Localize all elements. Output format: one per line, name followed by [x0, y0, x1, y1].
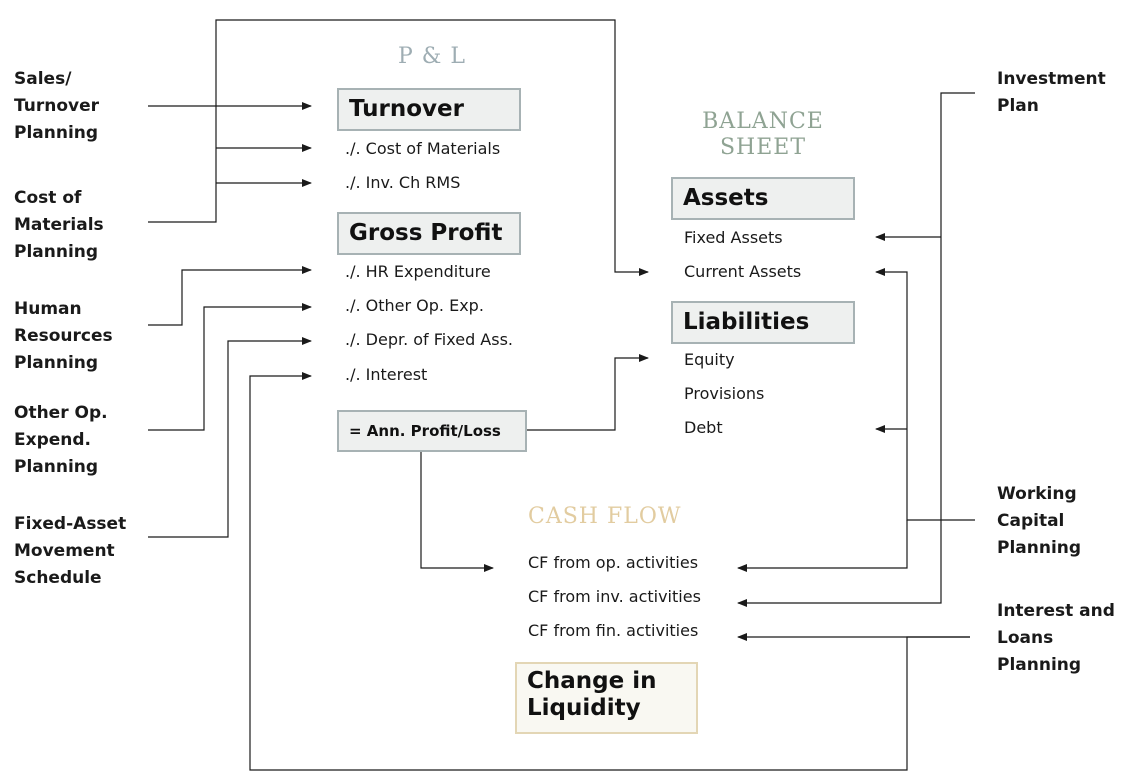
hr-exp-item: ./. HR Expenditure [345, 262, 491, 281]
wc-line [875, 268, 975, 521]
gross-profit-box: Gross Profit [337, 212, 521, 255]
liabilities-box: Liabilities [671, 301, 855, 344]
hr-arrow [148, 266, 312, 326]
sales-planning-label: Sales/ Turnover Planning [14, 69, 99, 143]
pl-to-cf-op-arrow [420, 452, 494, 572]
pl-heading: P & L [398, 44, 466, 69]
provisions-item: Provisions [684, 384, 765, 403]
cf-fin-item: CF from fin. activities [528, 621, 699, 640]
depr-item: ./. Depr. of Fixed Ass. [345, 330, 514, 349]
other-op-item: ./. Other Op. Exp. [345, 296, 484, 315]
hr-planning-label: Human Resources Planning [14, 299, 113, 373]
working-capital-planning-label: Working Capital Planning [997, 484, 1082, 558]
cf-inv-item: CF from inv. activities [528, 587, 701, 606]
investment-plan-label: Investment Plan [997, 69, 1106, 116]
other-op-planning-label: Other Op. Expend. Planning [14, 403, 108, 477]
turnover-box: Turnover [337, 88, 521, 131]
inv-ch-item: ./. Inv. Ch RMS [345, 173, 461, 192]
wc-to-cf-op-arrow [737, 520, 908, 572]
annual-profit-loss-box: = Ann. Profit/Loss [337, 410, 527, 452]
current-assets-item: Current Assets [684, 262, 802, 281]
other-op-arrow [148, 303, 312, 431]
equity-item: Equity [684, 350, 735, 369]
change-in-liquidity-box: Change in Liquidity [515, 662, 698, 734]
interest-item: ./. Interest [345, 365, 428, 384]
balance-sheet-heading: BALANCE SHEET [702, 109, 824, 160]
fixed-asset-schedule-label: Fixed-Asset Movement Schedule [14, 514, 127, 588]
cash-flow-heading: CASH FLOW [528, 504, 682, 529]
pl-to-equity-arrow [527, 354, 649, 431]
cost-materials-item: ./. Cost of Materials [345, 139, 501, 158]
investment-line [737, 92, 975, 607]
debt-item: Debt [684, 418, 723, 437]
cf-op-item: CF from op. activities [528, 553, 699, 572]
interest-loans-planning-label: Interest and Loans Planning [997, 601, 1115, 675]
materials-planning-label: Cost of Materials Planning [14, 188, 104, 262]
assets-box: Assets [671, 177, 855, 220]
fixed-assets-item: Fixed Assets [684, 228, 783, 247]
fixed-asset-arrow [148, 337, 312, 538]
materials-bracket-line [148, 19, 649, 276]
